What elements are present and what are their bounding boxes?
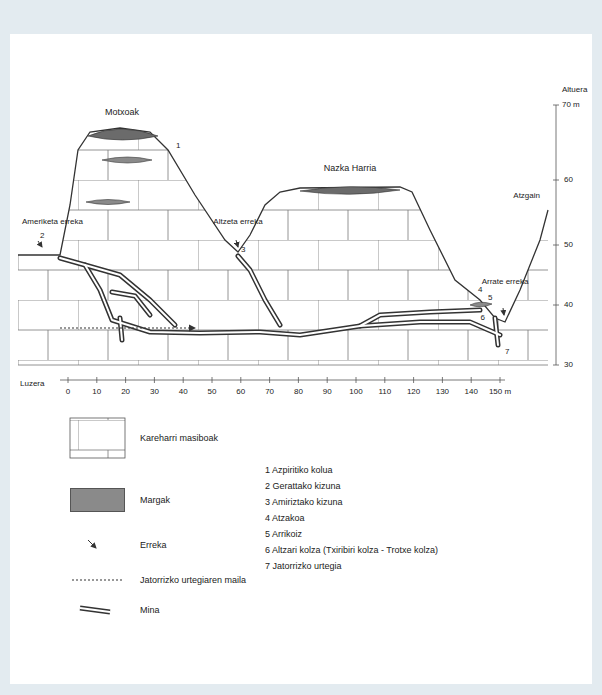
axis-value: 150 m <box>489 387 511 396</box>
axis-value: 70 <box>265 387 274 396</box>
axis-value: 70 m <box>562 100 580 109</box>
callout-number: 5 <box>488 293 492 302</box>
numbered-note: 5 Arrikoiz <box>265 529 302 539</box>
legend-text: Kareharri masiboak <box>140 433 218 443</box>
hill-name: Motxoak <box>105 107 139 117</box>
legend-text: Margak <box>140 495 170 505</box>
callout-number: 6 <box>481 313 485 322</box>
legend-text: Jatorrizko urtegiaren maila <box>140 575 246 585</box>
numbered-note: 7 Jatorrizko urtegia <box>265 561 342 571</box>
axis-value: 140 <box>465 387 478 396</box>
stream-name: Altzeta erreka <box>213 217 262 226</box>
legend-text: Erreka <box>140 540 167 550</box>
axis-value: 40 <box>179 387 188 396</box>
numbered-note: 4 Atzakoa <box>265 513 305 523</box>
callout-number: 4 <box>478 285 482 294</box>
numbered-note: 6 Altzari kolza (Txiribiri kolza - Trotx… <box>265 545 438 555</box>
callout-number: 7 <box>505 347 509 356</box>
callout-number: 3 <box>241 245 245 254</box>
callout-number: 1 <box>176 141 180 150</box>
axis-title: Luzera <box>20 379 44 388</box>
axis-value: 130 <box>436 387 449 396</box>
legend-swatch <box>70 488 125 512</box>
axis-value: 40 <box>564 300 573 309</box>
axis-value: 20 <box>121 387 130 396</box>
axis-value: 10 <box>92 387 101 396</box>
axis-value: 30 <box>150 387 159 396</box>
stream-name: Ameriketa erreka <box>22 217 83 226</box>
axis-value: 50 <box>208 387 217 396</box>
axis-value: 60 <box>564 175 573 184</box>
axis-value: 110 <box>378 387 391 396</box>
stream-name: Arrate erreka <box>482 277 529 286</box>
axis-value: 0 <box>66 387 70 396</box>
axis-value: 30 <box>564 360 573 369</box>
axis-value: 120 <box>407 387 420 396</box>
hill-name: Nazka Harria <box>324 163 377 173</box>
axis-title: Altuera <box>562 85 587 94</box>
axis-value: 90 <box>323 387 332 396</box>
numbered-note: 2 Gerattako kizuna <box>265 481 341 491</box>
numbered-note: 1 Azpiritiko kolua <box>265 465 333 475</box>
numbered-note: 3 Amiriztako kizuna <box>265 497 343 507</box>
callout-number: 2 <box>40 231 44 240</box>
axis-value: 80 <box>294 387 303 396</box>
axis-value: 50 <box>564 240 573 249</box>
axis-value: 60 <box>236 387 245 396</box>
legend-text: Mina <box>140 605 160 615</box>
axis-value: 100 <box>349 387 362 396</box>
hill-name: Atzgain <box>513 191 540 200</box>
